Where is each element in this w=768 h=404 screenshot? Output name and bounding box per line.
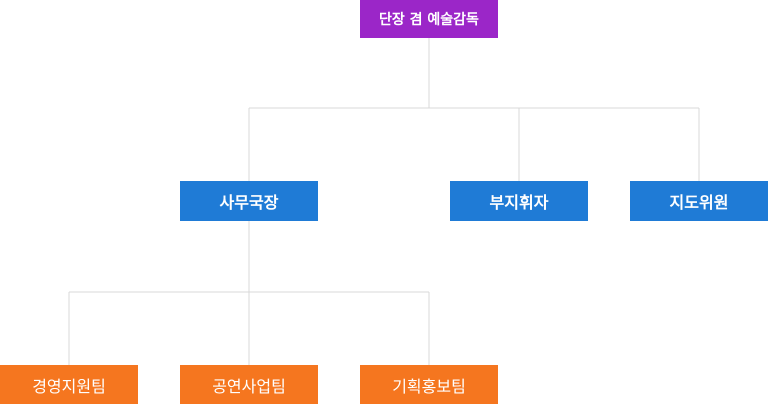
root-node: 단장 겸 예술감독	[360, 0, 498, 38]
node-instructor: 지도위원	[630, 181, 768, 221]
node-performance-business-team: 공연사업팀	[180, 365, 318, 404]
node-associate-conductor: 부지휘자	[450, 181, 588, 221]
node-label: 지도위원	[669, 193, 729, 212]
node-label: 기획홍보팀	[392, 376, 466, 396]
node-label: 사무국장	[219, 193, 279, 212]
node-label: 부지휘자	[489, 193, 549, 212]
root-node-label: 단장 겸 예술감독	[379, 12, 479, 28]
node-label: 경영지원팀	[32, 376, 106, 396]
node-planning-pr-team: 기획홍보팀	[360, 365, 498, 404]
node-label: 공연사업팀	[212, 376, 286, 396]
node-management-support-team: 경영지원팀	[0, 365, 138, 404]
node-secretary-general: 사무국장	[180, 181, 318, 221]
